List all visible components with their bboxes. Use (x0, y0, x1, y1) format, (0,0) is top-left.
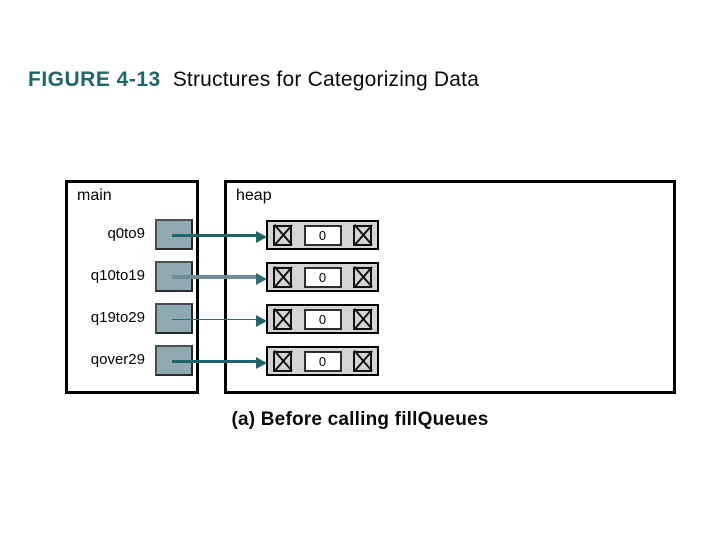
arrow-shaft (172, 275, 256, 279)
arrow-head-icon (256, 357, 267, 369)
heap-node[interactable]: 0 (266, 346, 379, 376)
figure-title-text: Structures for Categorizing Data (172, 68, 480, 91)
heap-node[interactable]: 0 (266, 262, 379, 292)
null-pointer-icon (353, 350, 372, 372)
arrow-head-icon (256, 231, 267, 243)
figure-number: FIGURE 4-13 (28, 68, 161, 91)
arrow-shaft (172, 360, 256, 363)
arrow-shaft (172, 234, 256, 237)
variable-row: q19to29 (65, 303, 199, 335)
null-pointer-icon (273, 224, 292, 246)
pointer-cell-q19to29[interactable] (155, 303, 193, 334)
variable-label-q10to19: q10to19 (90, 267, 145, 284)
figure-caption: (a) Before calling fillQueues (231, 409, 489, 430)
variable-label-q0to9: q0to9 (107, 225, 145, 242)
null-pointer-icon (273, 266, 292, 288)
null-pointer-icon (353, 308, 372, 330)
queue-count-value: 0 (303, 350, 342, 372)
null-pointer-icon (353, 224, 372, 246)
arrow-head-icon (256, 315, 267, 327)
arrow-head-icon (256, 273, 267, 285)
null-pointer-icon (353, 266, 372, 288)
main-frame-label: main (77, 187, 112, 204)
queue-count-value: 0 (303, 266, 342, 288)
queue-count-value: 0 (303, 308, 342, 330)
null-pointer-icon (273, 350, 292, 372)
queue-count-value: 0 (303, 224, 342, 246)
figure-title: FIGURE 4-13 Structures for Categorizing D… (28, 68, 479, 92)
arrow-shaft (172, 319, 256, 320)
heap-frame-label: heap (236, 187, 272, 204)
variable-label-qover29: qover29 (90, 351, 145, 368)
heap-node[interactable]: 0 (266, 304, 379, 334)
null-pointer-icon (273, 308, 292, 330)
variable-label-q19to29: q19to29 (90, 309, 145, 326)
heap-node[interactable]: 0 (266, 220, 379, 250)
